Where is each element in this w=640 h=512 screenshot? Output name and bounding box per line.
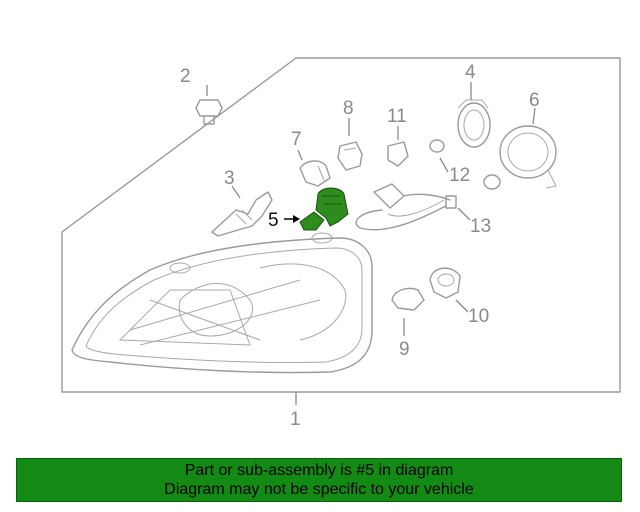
callout-5: 5: [268, 210, 279, 231]
banner-line-part: Part or sub-assembly is #5 in diagram: [184, 462, 454, 479]
callout-4: 4: [465, 62, 476, 83]
bulb-7: [299, 160, 331, 187]
socket-8: [337, 141, 363, 171]
banner-line-disclaimer: Diagram may not be specific to your vehi…: [164, 481, 474, 498]
diagram-notice-banner: Part or sub-assembly is #5 in diagram Di…: [16, 458, 622, 502]
socket-10: [429, 267, 461, 299]
dust-cover: [499, 125, 557, 189]
callout-3: 3: [224, 168, 235, 189]
highlighted-part-5: [299, 187, 349, 231]
bolt: [195, 99, 223, 125]
bulb-9: [391, 287, 425, 311]
connector-11: [387, 141, 409, 167]
wiring-harness: [355, 183, 457, 231]
retaining-ring: [457, 99, 491, 148]
callout-7: 7: [291, 129, 302, 150]
callout-2: 2: [180, 66, 191, 87]
callout-13: 13: [470, 216, 491, 237]
small-bulbs-12: [429, 139, 501, 190]
callout-6: 6: [529, 90, 540, 111]
callout-9: 9: [399, 339, 410, 360]
callout-11: 11: [387, 106, 407, 127]
callout-12: 12: [449, 165, 470, 186]
callout-10: 10: [468, 306, 489, 327]
assembly-frame: [61, 57, 621, 393]
side-bulb: [211, 191, 273, 237]
parts-diagram: 2 3 4 5 6 7 8 11 12 13 9 10 1: [61, 57, 621, 430]
callout-1: 1: [290, 409, 301, 430]
callout-8: 8: [343, 98, 354, 119]
headlamp-housing: [71, 232, 373, 374]
